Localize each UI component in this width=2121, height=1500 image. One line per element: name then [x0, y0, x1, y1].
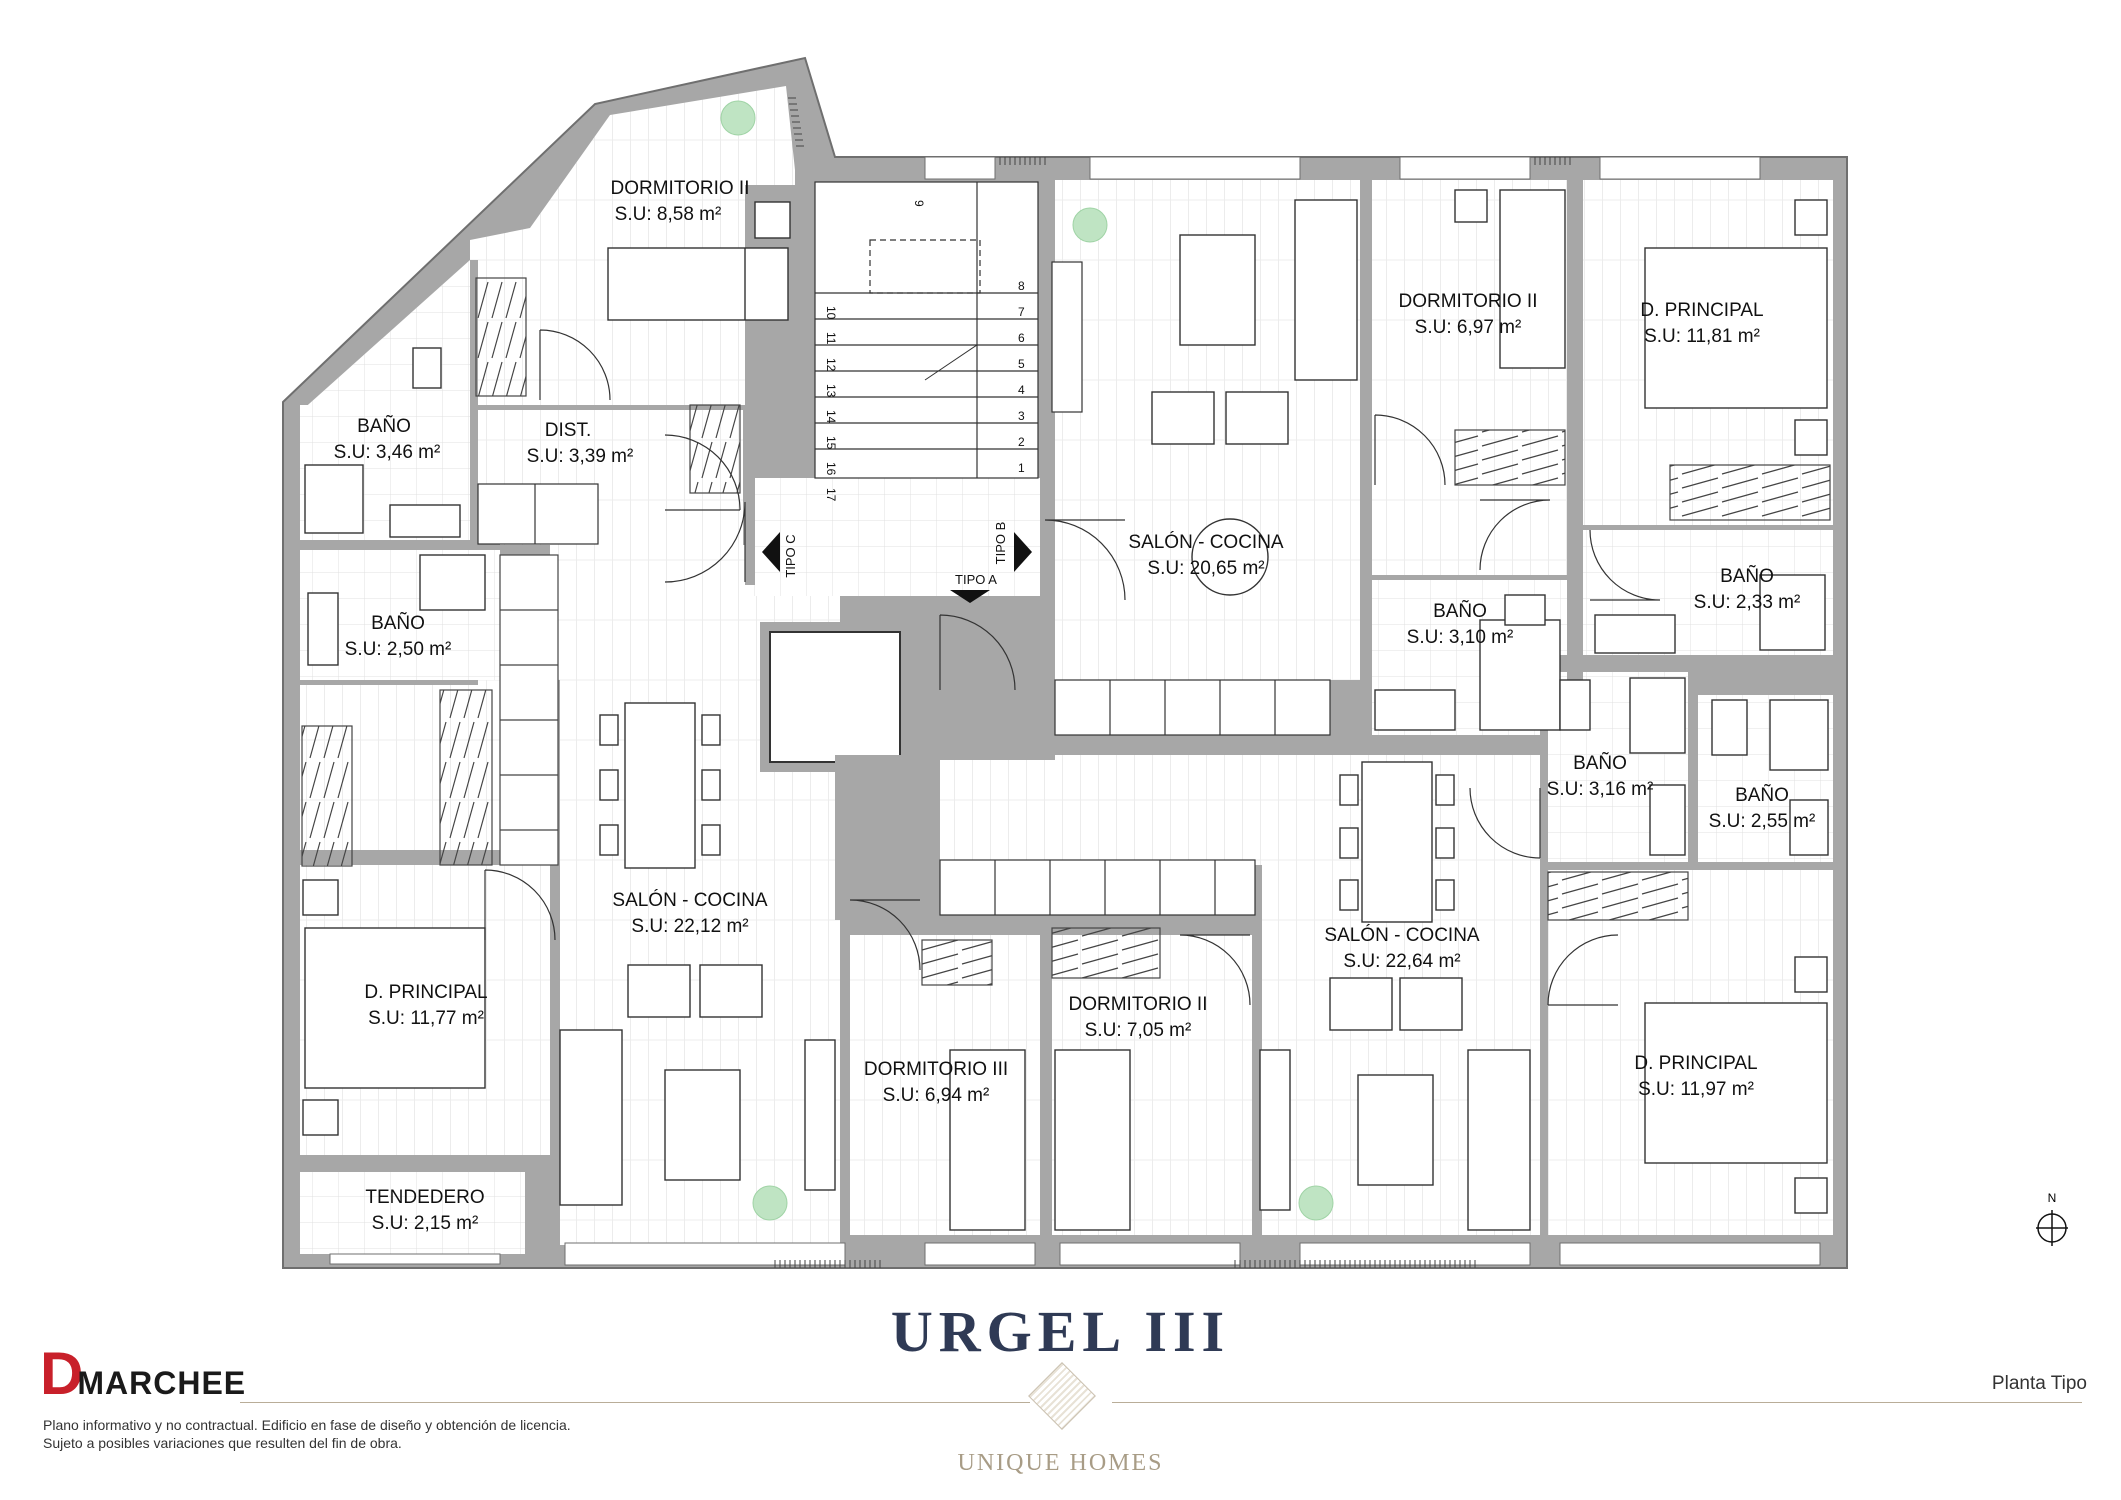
room-name: BAÑO [371, 612, 425, 634]
room-area: S.U: 3,16 m² [1547, 779, 1654, 800]
compass-label: N [2048, 1191, 2057, 1205]
stair-step-number: 14 [824, 410, 838, 424]
staircase [814, 181, 1039, 479]
room-area: S.U: 2,50 m² [345, 639, 452, 660]
disclaimer-line: Sujeto a posibles variaciones que result… [43, 1435, 402, 1451]
room-name: BAÑO [1735, 784, 1789, 806]
brand-name: UNIQUE HOMES [957, 1450, 1164, 1476]
disclaimer-line: Plano informativo y no contractual. Edif… [43, 1417, 571, 1433]
stair-step-number: 9 [912, 200, 926, 207]
room-name: BAÑO [1720, 565, 1774, 587]
room-area: S.U: 2,33 m² [1694, 592, 1801, 613]
unit-type-markers [762, 532, 1032, 603]
stair-step-number: 10 [824, 306, 838, 320]
room-area: S.U: 22,12 m² [631, 916, 748, 937]
tipo-a-label: TIPO A [955, 572, 997, 587]
room-area: S.U: 8,58 m² [615, 204, 722, 225]
stair-step-number: 11 [824, 332, 838, 345]
room-name: D. PRINCIPAL [1640, 300, 1763, 321]
room-name: D. PRINCIPAL [1634, 1053, 1757, 1074]
room-area: S.U: 11,97 m² [1638, 1079, 1754, 1100]
room-area: S.U: 2,55 m² [1709, 811, 1816, 832]
room-name: DORMITORIO II [1399, 291, 1538, 312]
tipo-c-label: TIPO C [783, 534, 798, 577]
room-area: S.U: 3,46 m² [334, 442, 441, 463]
room-name: TENDEDERO [365, 1187, 484, 1208]
room-area: S.U: 2,15 m² [372, 1213, 479, 1234]
tipo-b-label: TIPO B [993, 522, 1008, 565]
stair-step-number: 7 [1018, 305, 1025, 319]
room-area: S.U: 22,64 m² [1343, 951, 1460, 972]
stair-step-number: 13 [824, 384, 838, 398]
room-area: S.U: 3,39 m² [527, 446, 634, 467]
stair-step-number: 4 [1018, 383, 1025, 397]
stair-step-number: 6 [1018, 331, 1025, 345]
room-name: SALÓN - COCINA [1128, 531, 1284, 553]
stair-step-number: 1 [1018, 461, 1025, 475]
furniture [302, 189, 1829, 1231]
logo-initial: D [40, 1340, 84, 1407]
grilles [774, 97, 1571, 1268]
stair-step-number: 8 [1018, 279, 1025, 293]
disclaimer: Plano informativo y no contractual. Edif… [43, 1416, 571, 1452]
divider-right [1112, 1402, 2082, 1403]
north-compass: N [2036, 1191, 2068, 1246]
stair-step-number: 16 [824, 462, 838, 476]
room-area: S.U: 20,65 m² [1147, 558, 1264, 579]
stair-step-number: 15 [824, 436, 838, 450]
room-name: DORMITORIO II [1069, 994, 1208, 1015]
room-name: BAÑO [1433, 600, 1487, 622]
room-name: BAÑO [1573, 752, 1627, 774]
doors [484, 329, 1661, 1006]
room-area: S.U: 11,81 m² [1644, 326, 1760, 347]
room-name: DIST. [545, 420, 591, 441]
room-name: BAÑO [357, 415, 411, 437]
stair-step-number: 17 [824, 488, 838, 502]
stair-step-number: 3 [1018, 409, 1025, 423]
room-name: D. PRINCIPAL [364, 982, 487, 1003]
room-name: SALÓN - COCINA [1324, 924, 1480, 946]
plan-subtitle: Planta Tipo [1991, 1373, 2087, 1394]
plants [720, 100, 1334, 1221]
kitchen-counters [477, 261, 1331, 916]
room-area: S.U: 11,77 m² [368, 1008, 484, 1029]
room-area: S.U: 3,10 m² [1407, 627, 1514, 648]
brand-emblem [1028, 1362, 1096, 1430]
windows [329, 156, 1821, 1266]
stair-step-number: 5 [1018, 357, 1025, 371]
project-title: URGEL III [890, 1299, 1231, 1364]
room-area: S.U: 7,05 m² [1085, 1020, 1192, 1041]
divider-left [240, 1402, 1030, 1403]
wardrobes [301, 277, 1831, 986]
room-name: DORMITORIO III [864, 1059, 1008, 1080]
logo-text: MARCHEE [77, 1365, 247, 1401]
room-area: S.U: 6,94 m² [883, 1085, 990, 1106]
room-area: S.U: 6,97 m² [1415, 317, 1522, 338]
developer-logo: D MARCHEE [40, 1340, 247, 1407]
stair-step-number: 2 [1018, 435, 1025, 449]
room-labels: DORMITORIO II S.U: 8,58 m² BAÑO S.U: 3,4… [334, 178, 1816, 1234]
room-name: DORMITORIO II [611, 178, 750, 199]
stair-step-number: 12 [824, 358, 838, 372]
room-name: SALÓN - COCINA [612, 889, 768, 911]
